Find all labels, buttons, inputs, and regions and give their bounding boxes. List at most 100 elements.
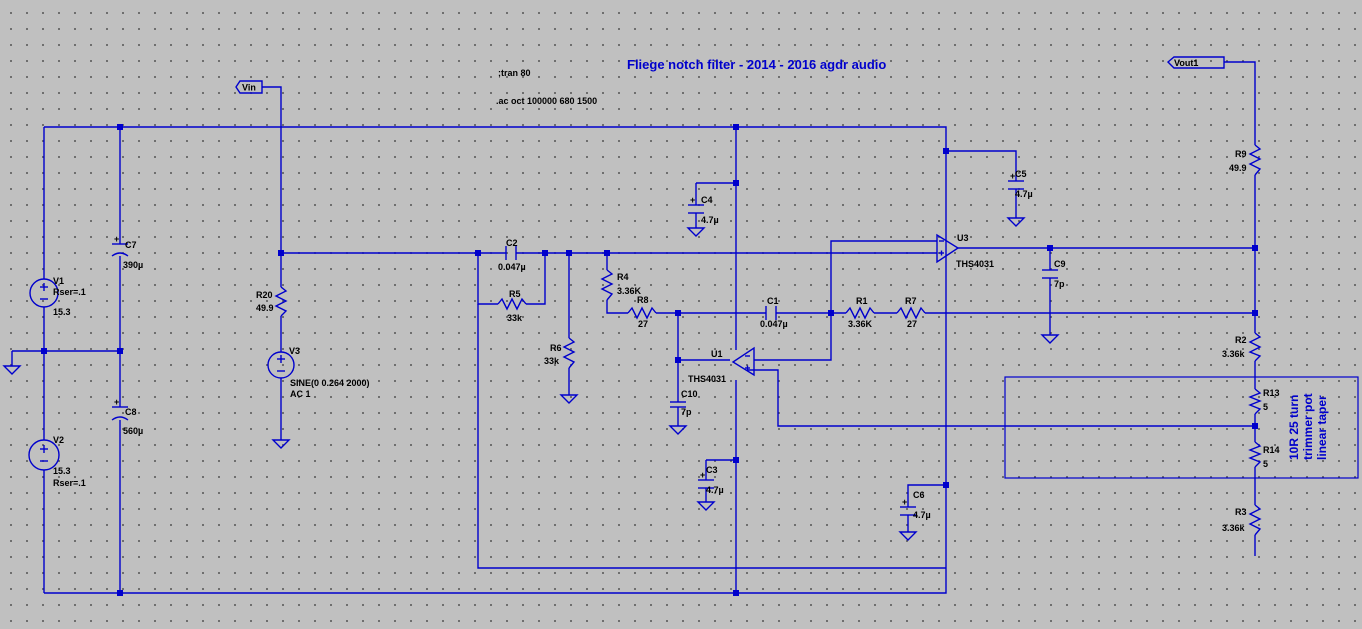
opamp-u3 (936, 233, 960, 264)
label-r3-name: R3 (1235, 507, 1247, 517)
resistor-r13 (1248, 388, 1262, 415)
resistor-r2 (1248, 332, 1262, 362)
note-line-3: linear taper (1315, 395, 1329, 460)
trimmer-note: 10R 25 turn trimmer pot linear taper (1287, 393, 1329, 460)
capacitor-c10 (670, 393, 686, 413)
capacitor-c1 (765, 306, 777, 320)
junctions (41, 124, 1258, 596)
label-c1-value: 0.047µ (760, 319, 788, 329)
label-r14-name: R14 (1263, 445, 1280, 455)
net-label-vout: Vout1 (1174, 58, 1198, 68)
label-v2-name: V2 (53, 435, 64, 445)
resistor-r4 (600, 269, 614, 301)
directive-tran: ;tran 80 (498, 68, 531, 78)
label-c4-name: C4 (701, 195, 713, 205)
label-c3-name: C3 (706, 465, 718, 475)
label-r13-value: 5 (1263, 402, 1268, 412)
capacitor-c7: + (111, 234, 129, 257)
label-v3-name: V3 (289, 346, 300, 356)
trimmer-note-box (1004, 376, 1359, 479)
resistors (274, 144, 1262, 536)
resistor-r1 (845, 306, 875, 320)
label-c6-name: C6 (913, 490, 925, 500)
label-c6-value: 4.7µ (913, 510, 931, 520)
capacitor-c8: + (111, 397, 129, 421)
label-r7-value: 27 (907, 319, 917, 329)
label-v3-value: SINE(0 0.264 2000) (290, 378, 370, 388)
svg-text:+: + (690, 195, 695, 205)
opamp-u1 (731, 346, 755, 377)
ground-symbols (2, 217, 1060, 541)
label-v2-value2: Rser=.1 (53, 478, 86, 488)
label-r13-name: R13 (1263, 388, 1280, 398)
capacitor-c4: + (688, 195, 704, 214)
capacitor-c9 (1042, 269, 1058, 279)
label-c7-name: C7 (125, 240, 137, 250)
voltage-source-v3 (267, 351, 295, 379)
label-r8-name: R8 (637, 295, 649, 305)
label-c4-value: 4.7µ (701, 215, 719, 225)
net-label-vin: Vin (242, 83, 256, 93)
label-u1-value: THS4031 (688, 374, 726, 384)
label-c7-value: 390µ (123, 260, 143, 270)
label-r20-name: R20 (256, 290, 273, 300)
directive-ac: .ac oct 100000 680 1500 (496, 96, 597, 106)
label-r8-value: 27 (638, 319, 648, 329)
label-c10-value: 7p (681, 407, 692, 417)
wires (11, 61, 1256, 594)
component-labels: V1 Rser=.1 15.3 V2 15.3 Rser=.1 C7 390µ … (53, 149, 1280, 533)
sources (28, 278, 295, 471)
label-c9-value: 7p (1054, 279, 1065, 289)
resistor-r14 (1248, 441, 1262, 468)
resistor-r7 (896, 306, 926, 320)
voltage-source-v2 (28, 439, 60, 471)
capacitor-c5: + (1008, 171, 1024, 190)
resistor-r8 (627, 306, 657, 320)
label-c5-name: C5 (1015, 169, 1027, 179)
label-c3-value: 4.7µ (706, 485, 724, 495)
label-r3-value: 3.36k (1222, 523, 1246, 533)
ground-icon (559, 394, 579, 404)
label-r9-value: 49.9 (1229, 163, 1247, 173)
label-v1-value: Rser=.1 (53, 287, 86, 297)
capacitor-c6: + (900, 497, 916, 516)
resistor-r9 (1248, 144, 1262, 176)
label-r2-value: 3.36k (1222, 349, 1246, 359)
note-line-2: trimmer pot (1301, 393, 1315, 460)
label-r20-value: 49.9 (256, 303, 274, 313)
ground-icon (668, 425, 688, 435)
ground-icon (271, 439, 291, 449)
ground-icon (1040, 334, 1060, 344)
note-line-1: 10R 25 turn (1287, 395, 1301, 460)
svg-text:+: + (1010, 171, 1015, 181)
svg-text:+: + (902, 497, 907, 507)
label-v1-name: V1 (53, 276, 64, 286)
net-flag-vin (235, 80, 263, 94)
capacitor-c2 (505, 246, 517, 260)
opamps (731, 233, 960, 377)
capacitors: + + + + (111, 171, 1058, 516)
label-c1-name: C1 (767, 296, 779, 306)
svg-text:+: + (114, 234, 119, 244)
label-u3-value: THS4031 (956, 259, 994, 269)
ground-icon (2, 365, 22, 375)
label-r6-value: 33k (544, 356, 560, 366)
ground-icon (696, 501, 716, 511)
svg-text:+: + (114, 397, 119, 407)
label-r9-name: R9 (1235, 149, 1247, 159)
label-v2-value: 15.3 (53, 466, 71, 476)
resistor-r3 (1248, 504, 1262, 536)
ground-icon (1006, 217, 1026, 227)
resistor-r5 (497, 297, 527, 311)
label-v1-value2: 15.3 (53, 307, 71, 317)
capacitor-c3: + (698, 470, 714, 489)
schematic-title: Fliege notch filter - 2014 - 2016 agdr a… (627, 57, 886, 72)
label-u3-name: U3 (957, 233, 969, 243)
ground-icon (686, 227, 706, 237)
label-u1-name: U1 (711, 349, 723, 359)
label-r5-name: R5 (509, 289, 521, 299)
resistor-r20 (274, 286, 288, 317)
label-r1-name: R1 (856, 296, 868, 306)
label-c2-name: C2 (506, 238, 518, 248)
